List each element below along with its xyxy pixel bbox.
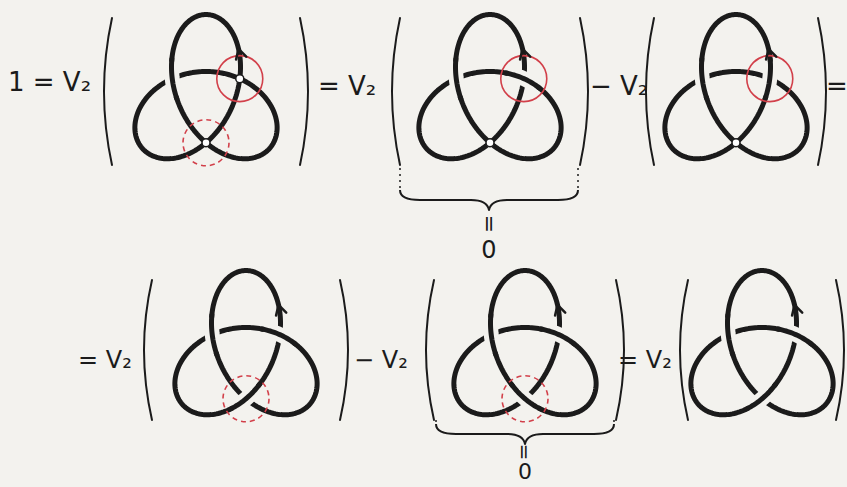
double-point (486, 139, 494, 147)
over-strand (765, 59, 770, 99)
over-strand (511, 384, 540, 409)
over-strand (456, 59, 461, 99)
equation-term: = V₂ (78, 348, 132, 372)
orientation-arrow (766, 49, 776, 60)
parenthesis (680, 280, 688, 420)
orientation-arrow (792, 305, 802, 316)
over-strand (728, 315, 733, 355)
knot-strand (175, 271, 317, 415)
knot-strand (135, 15, 277, 159)
over-strand (172, 59, 177, 99)
over-strand (747, 384, 776, 409)
equation-term: − V₂ (354, 348, 408, 372)
parenthesis (104, 18, 112, 165)
parenthesis (340, 280, 348, 420)
equation-term: 1 = V₂ (8, 69, 91, 95)
knot-strand (691, 271, 833, 415)
over-strand (702, 59, 707, 99)
dotted-guide (577, 168, 579, 190)
over-strand (541, 329, 575, 344)
over-strand (778, 329, 812, 344)
highlight-circle (223, 376, 269, 422)
equation-term: = V₂ (318, 73, 376, 99)
brace (436, 424, 614, 444)
equals-sign: = (478, 215, 500, 233)
highlight-circle (747, 56, 793, 102)
dotted-guide (399, 168, 401, 190)
equation-term: − V₂ (590, 73, 648, 99)
equation-term: = V₂ (618, 348, 672, 372)
double-point (732, 139, 740, 147)
highlight-circle (217, 56, 263, 102)
over-strand (262, 329, 296, 344)
parenthesis (580, 18, 588, 165)
orientation-arrow (276, 305, 286, 316)
highlight-circle (183, 120, 229, 166)
over-strand (506, 73, 540, 88)
dotted-guide (435, 420, 437, 424)
over-strand (491, 315, 496, 355)
over-strand (231, 384, 260, 409)
orientation-arrow (520, 49, 530, 60)
parenthesis (426, 280, 434, 420)
parenthesis (300, 18, 308, 165)
parenthesis (392, 18, 400, 165)
double-point (202, 139, 210, 147)
value: 0 (518, 461, 532, 483)
parenthesis (144, 280, 152, 420)
over-strand (212, 315, 217, 355)
highlight-circle (502, 376, 548, 422)
double-point (236, 75, 244, 83)
parenthesis (818, 18, 826, 165)
orientation-arrow (236, 49, 246, 60)
equals-sign: = (826, 73, 847, 99)
orientation-arrow (555, 305, 565, 316)
value: 0 (481, 238, 496, 262)
knot-strand (665, 15, 807, 159)
knot-strand (454, 271, 596, 415)
equals-sign: = (515, 444, 535, 461)
highlight-circle (501, 56, 547, 102)
dotted-guide (613, 420, 615, 424)
parenthesis (836, 280, 844, 420)
knot-strand (419, 15, 561, 159)
brace (400, 190, 578, 210)
